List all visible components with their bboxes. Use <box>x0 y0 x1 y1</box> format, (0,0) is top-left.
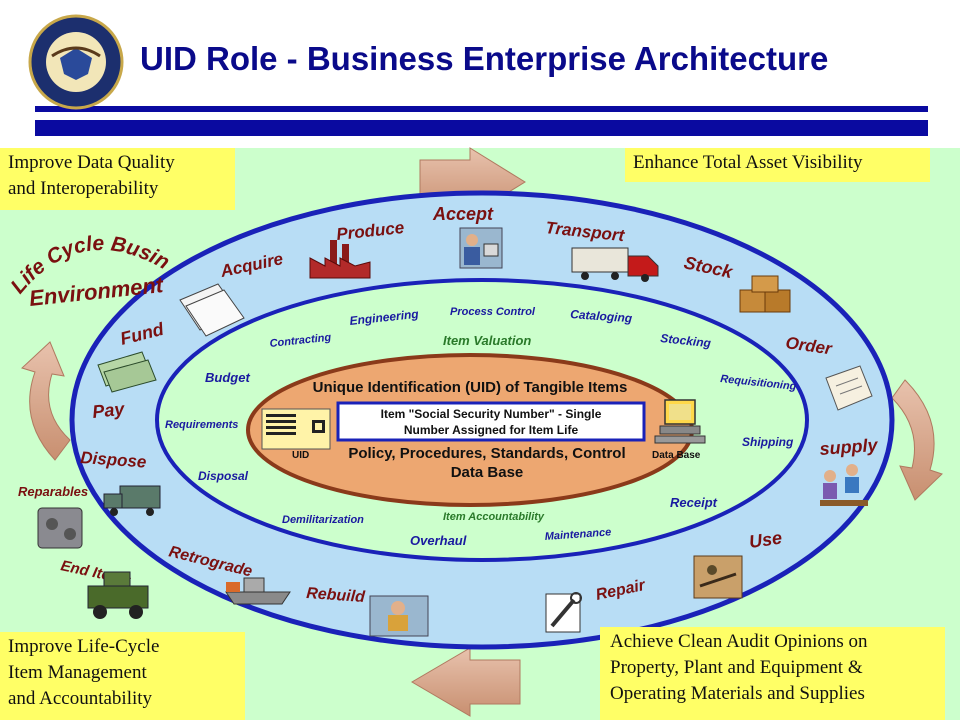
database-computer-icon <box>654 399 706 444</box>
box-improve-life-cycle: Improve Life-Cycle Item Management and A… <box>0 632 245 720</box>
label-disposal: Disposal <box>198 469 249 483</box>
humvee-icon <box>87 571 149 619</box>
header-rule-top <box>35 106 928 112</box>
box-line: Improve Life-Cycle <box>8 636 160 657</box>
money-icon <box>97 351 157 393</box>
label-cataloging: Cataloging <box>570 307 633 325</box>
ssn-box <box>336 401 646 442</box>
factory-icon <box>309 240 371 279</box>
box-line: Achieve Clean Audit Opinions on <box>610 631 868 652</box>
truck-icon <box>103 485 161 516</box>
box-line: Enhance Total Asset Visibility <box>633 152 863 173</box>
ssn-line-2: Number Assigned for Item Life <box>404 423 579 437</box>
page-title: UID Role - Business Enterprise Architect… <box>140 40 829 77</box>
database-label: Data Base <box>652 450 701 461</box>
header-rule-bottom <box>35 120 928 136</box>
soldiers-icon <box>693 555 743 599</box>
label-rebuild: Rebuild <box>306 585 367 606</box>
policy-line-2: Data Base <box>451 464 524 481</box>
label-demilitarization: Demilitarization <box>282 514 364 526</box>
uid-label: UID <box>292 450 309 461</box>
box-line: Operating Materials and Supplies <box>610 683 865 704</box>
label-maintenance: Maintenance <box>544 526 611 543</box>
wrench-icon <box>545 592 582 633</box>
label-item-valuation: Item Valuation <box>443 333 531 348</box>
label-dispose: Dispose <box>80 448 147 472</box>
box-line: Item Management <box>8 662 147 683</box>
label-supply: supply <box>819 435 879 459</box>
label-stocking: Stocking <box>660 331 713 350</box>
label-reparables: Reparables <box>18 484 88 499</box>
policy-line-1: Policy, Procedures, Standards, Control <box>348 445 625 462</box>
engine-icon <box>37 507 83 549</box>
box-improve-data-quality: Improve Data Quality and Interoperabilit… <box>0 148 235 210</box>
label-receipt: Receipt <box>670 495 718 510</box>
label-shipping: Shipping <box>742 435 794 449</box>
box-clean-audit-opinions: Achieve Clean Audit Opinions on Property… <box>600 627 945 720</box>
label-accept: Accept <box>432 204 494 224</box>
ship-icon <box>225 577 291 605</box>
core-heading: Unique Identification (UID) of Tangible … <box>313 379 628 396</box>
box-enhance-asset-visibility: Enhance Total Asset Visibility <box>625 148 930 182</box>
ssn-line-1: Item "Social Security Number" - Single <box>381 407 602 421</box>
box-line: Property, Plant and Equipment & <box>610 657 863 678</box>
people-at-table-icon <box>820 464 868 506</box>
computer-worker-icon <box>459 227 503 269</box>
label-pay: Pay <box>91 399 126 422</box>
crates-icon <box>739 275 791 313</box>
uid-barcode-card-icon <box>261 408 331 450</box>
box-line: and Accountability <box>8 688 153 709</box>
cycle-arrow-left <box>21 341 71 461</box>
label-process-control: Process Control <box>450 306 536 318</box>
cycle-arrow-bottom <box>411 647 521 717</box>
label-budget: Budget <box>205 370 250 385</box>
box-line: Improve Data Quality <box>8 152 175 173</box>
dod-seal-icon <box>28 14 124 110</box>
label-requirements: Requirements <box>165 419 238 431</box>
label-overhaul: Overhaul <box>410 533 467 548</box>
cycle-arrow-right <box>891 379 943 501</box>
box-line: and Interoperability <box>8 178 159 199</box>
semi-truck-icon <box>571 247 659 282</box>
documents-icon <box>179 283 245 337</box>
label-item-accountability: Item Accountability <box>443 511 545 523</box>
label-use: Use <box>748 528 783 552</box>
order-form-icon <box>825 365 873 411</box>
mechanic-icon <box>369 595 429 637</box>
